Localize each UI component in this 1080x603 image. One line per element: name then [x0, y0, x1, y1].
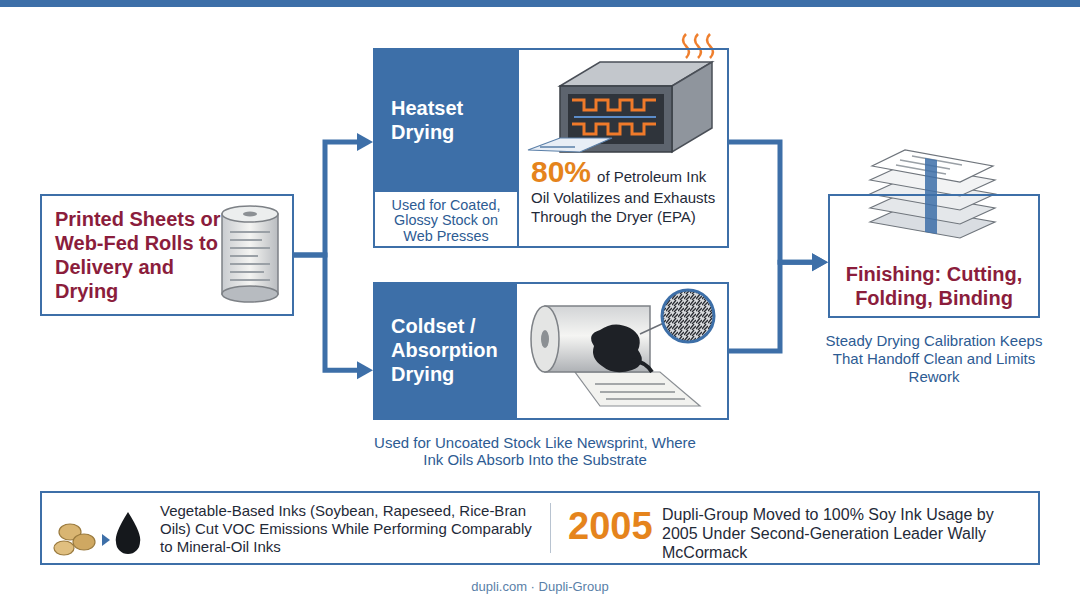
box-title: Printed Sheets or Web-Fed Rolls to Deliv…: [55, 207, 227, 303]
soybean-oil-icon: [54, 512, 140, 555]
paper-roll-icon: [222, 206, 278, 302]
process-panel: Heatset DryingUsed for Coated, Glossy St…: [373, 48, 729, 248]
box-title: Finishing: Cutting, Folding, Binding: [834, 262, 1034, 310]
process-panel: Coldset / Absorption DryingUsed for Unco…: [373, 282, 729, 420]
fact-band: Vegetable-Based Inks (Soybean, Rapeseed,…: [40, 491, 1040, 565]
top-bar: [0, 0, 1080, 7]
arrow-head: [357, 361, 373, 379]
stat-number: 80%: [531, 155, 591, 188]
panel-caption: Used for Uncoated Stock Like Newsprint, …: [365, 434, 705, 468]
arrow-head: [357, 133, 373, 151]
input-box: Printed Sheets or Web-Fed Rolls to Deliv…: [40, 194, 294, 316]
year-number: 2005: [568, 504, 660, 548]
output-box: Finishing: Cutting, Folding, BindingStea…: [828, 194, 1040, 318]
panel-caption: Used for Coated, Glossy Stock on Web Pre…: [379, 198, 513, 244]
flow-arrow: [729, 253, 828, 351]
connector-line: [294, 255, 358, 370]
flow-arrow: [729, 142, 828, 271]
text-wrap: 80%of Petroleum Ink Oil Volatilizes and …: [531, 156, 723, 226]
box-caption: Steady Drying Calibration Keeps That Han…: [824, 332, 1044, 386]
connector-line: [729, 142, 813, 262]
flow-arrow: [294, 255, 373, 379]
band-text: Vegetable-Based Inks (Soybean, Rapeseed,…: [160, 502, 548, 556]
panel-title: Coldset / Absorption Drying: [391, 314, 515, 386]
newsprint-roll-illustration: [531, 290, 714, 406]
heatset-dryer-illustration: [528, 34, 713, 152]
flow-arrow: [294, 133, 373, 255]
arrow-head: [812, 253, 828, 271]
connector-line: [729, 262, 813, 351]
footer-note: dupli.com · Dupli-Group: [0, 579, 1080, 595]
connector-line: [294, 142, 358, 255]
panel-title: Heatset Drying: [391, 96, 513, 144]
stat-box: 80%of Petroleum Ink Oil Volatilizes and …: [517, 50, 727, 246]
arrow-head: [812, 253, 828, 271]
band-divider: [550, 503, 551, 553]
band-text: Dupli-Group Moved to 100% Soy Ink Usage …: [662, 505, 1032, 562]
